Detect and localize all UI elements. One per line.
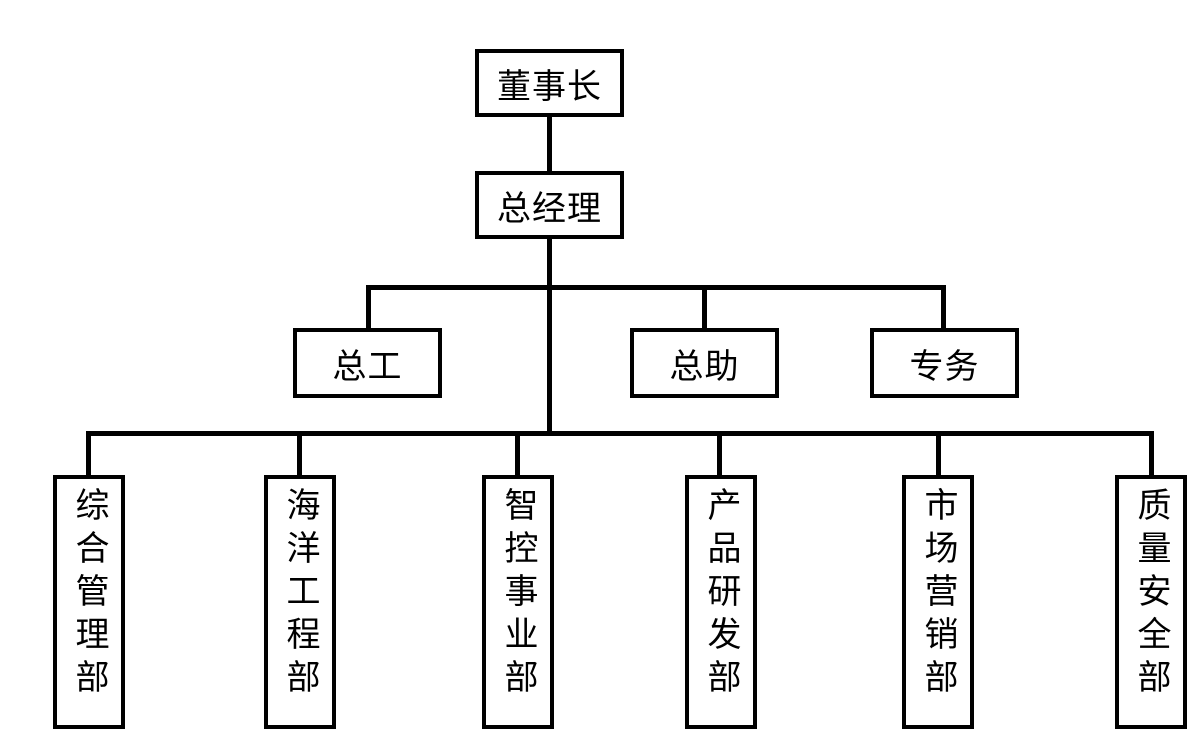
node-general-assistant: 总助 <box>630 328 779 398</box>
connector-dept-4 <box>717 431 722 478</box>
connector-assistant-3 <box>941 285 946 331</box>
node-chief-engineer: 总工 <box>293 328 442 398</box>
connector-assistant-1 <box>366 285 371 331</box>
node-dept-product-rd-label: 产品研发部 <box>701 487 741 702</box>
connector-dept-2 <box>297 431 302 478</box>
node-dept-general-management: 综合管理部 <box>53 475 125 729</box>
connector-gm-trunk <box>547 236 552 435</box>
connector-dept-6 <box>1149 431 1154 478</box>
node-dept-quality-safety-label: 质量安全部 <box>1131 487 1171 702</box>
connector-assistant-2 <box>702 285 707 331</box>
connector-assistants-bar <box>366 285 946 290</box>
node-chairman: 董事长 <box>475 49 624 117</box>
node-dept-quality-safety: 质量安全部 <box>1115 475 1187 729</box>
node-special-affairs-label: 专务 <box>909 346 980 387</box>
node-chairman-label: 董事长 <box>497 66 602 107</box>
node-dept-marketing-label: 市场营销部 <box>918 487 958 702</box>
node-dept-marketing: 市场营销部 <box>902 475 974 729</box>
connector-departments-bar <box>86 431 1154 436</box>
node-dept-ocean-engineering: 海洋工程部 <box>264 475 336 729</box>
connector-dept-1 <box>86 431 91 478</box>
node-dept-smart-control-label: 智控事业部 <box>498 487 538 702</box>
node-dept-ocean-engineering-label: 海洋工程部 <box>280 487 320 702</box>
node-dept-product-rd: 产品研发部 <box>685 475 757 729</box>
connector-dept-5 <box>936 431 941 478</box>
node-dept-smart-control: 智控事业部 <box>482 475 554 729</box>
node-special-affairs: 专务 <box>870 328 1019 398</box>
node-general-manager-label: 总经理 <box>497 188 602 229</box>
node-general-manager: 总经理 <box>475 171 624 239</box>
node-chief-engineer-label: 总工 <box>332 346 403 387</box>
node-general-assistant-label: 总助 <box>669 346 740 387</box>
connector-dept-3 <box>515 431 520 478</box>
connector-chairman-gm <box>547 116 552 174</box>
node-dept-general-management-label: 综合管理部 <box>69 487 109 702</box>
